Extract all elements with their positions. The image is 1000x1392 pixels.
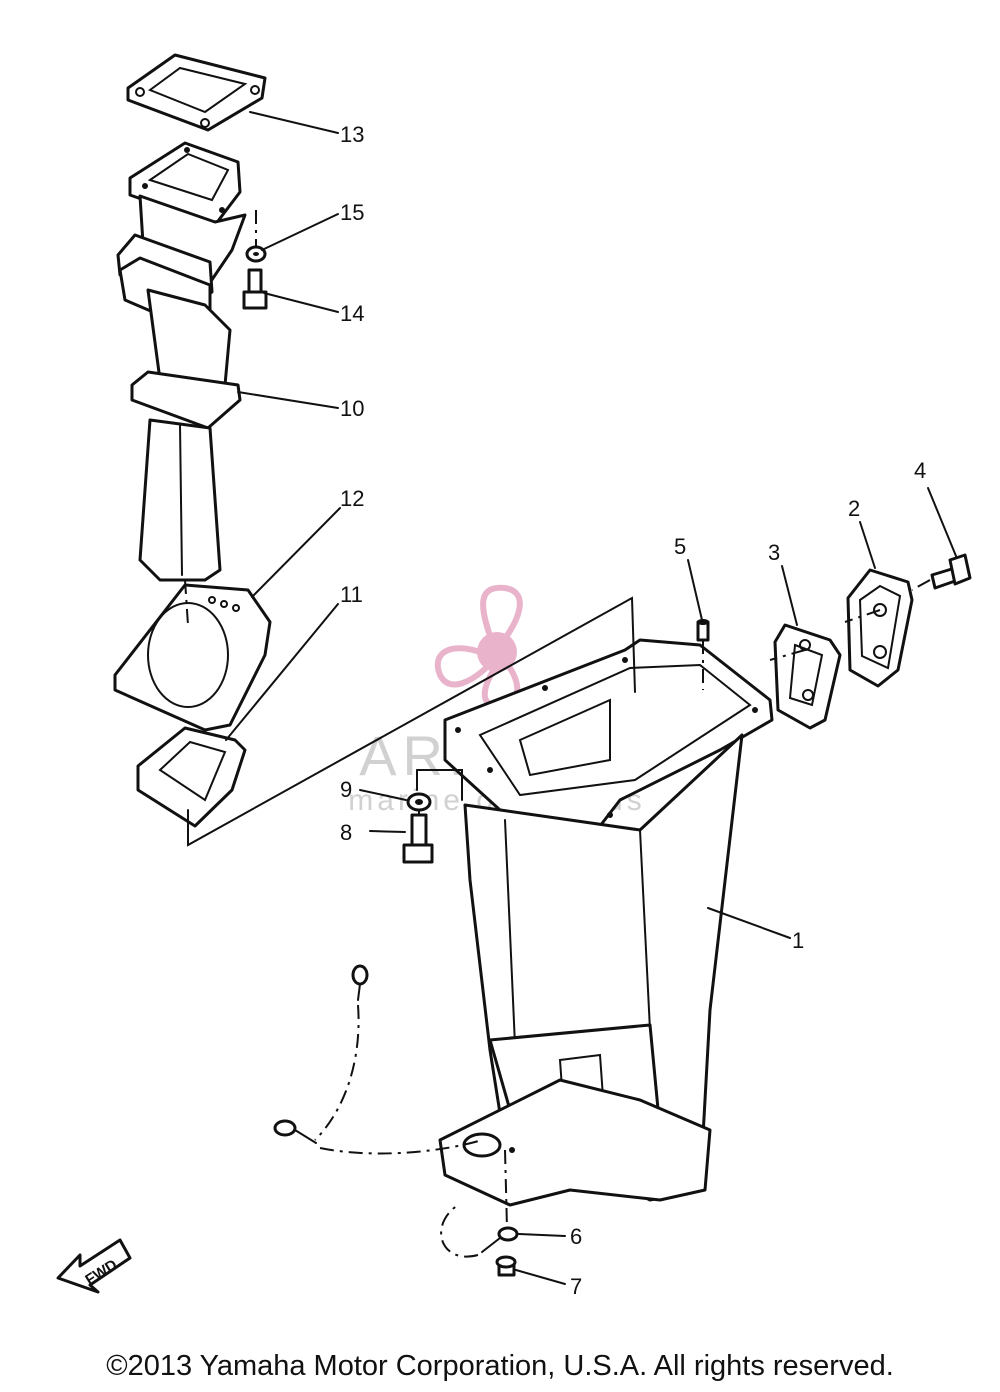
callout-3: 3 [768, 540, 780, 565]
part-7-screw [495, 1255, 517, 1277]
callout-9: 9 [340, 777, 352, 802]
part-11-gasket [136, 726, 247, 828]
part-1-upper-casing [438, 638, 774, 1207]
part-14-bolt [242, 268, 268, 310]
callout-15: 15 [340, 200, 364, 225]
callout-6: 6 [570, 1224, 582, 1249]
callout-1: 1 [792, 928, 804, 953]
copyright-notice: ©2013 Yamaha Motor Corporation, U.S.A. A… [106, 1350, 894, 1382]
part-4-bolt [930, 553, 972, 590]
callout-10: 10 [340, 396, 364, 421]
callout-7: 7 [570, 1274, 582, 1299]
part-3-rubber-plate [773, 623, 842, 730]
part-2-bracket [846, 568, 914, 688]
reference-lines [184, 210, 931, 1229]
callout-4: 4 [914, 458, 926, 483]
callout-8: 8 [340, 820, 352, 845]
callout-11: 11 [340, 582, 363, 607]
callout-13: 13 [340, 122, 364, 147]
ground-lead-wire [273, 964, 483, 1155]
callout-14: 14 [340, 301, 364, 326]
part-13-gasket [126, 53, 267, 132]
part-6-washer-terminal [440, 1204, 519, 1258]
callout-2: 2 [848, 496, 860, 521]
fwd-arrow-icon: FWD [56, 1238, 132, 1294]
leader-lines [225, 111, 957, 1285]
callout-12: 12 [340, 486, 364, 511]
callout-numbers: 13 15 14 10 12 11 4 2 3 5 9 8 1 6 7 [340, 122, 926, 1299]
part-12-plate [113, 583, 272, 732]
callout-5: 5 [674, 534, 686, 559]
part-5-dowel [696, 619, 710, 642]
part-8-bolt [402, 813, 434, 864]
exhaust-guide-assembly [116, 141, 247, 582]
part-9-washer [406, 792, 432, 812]
